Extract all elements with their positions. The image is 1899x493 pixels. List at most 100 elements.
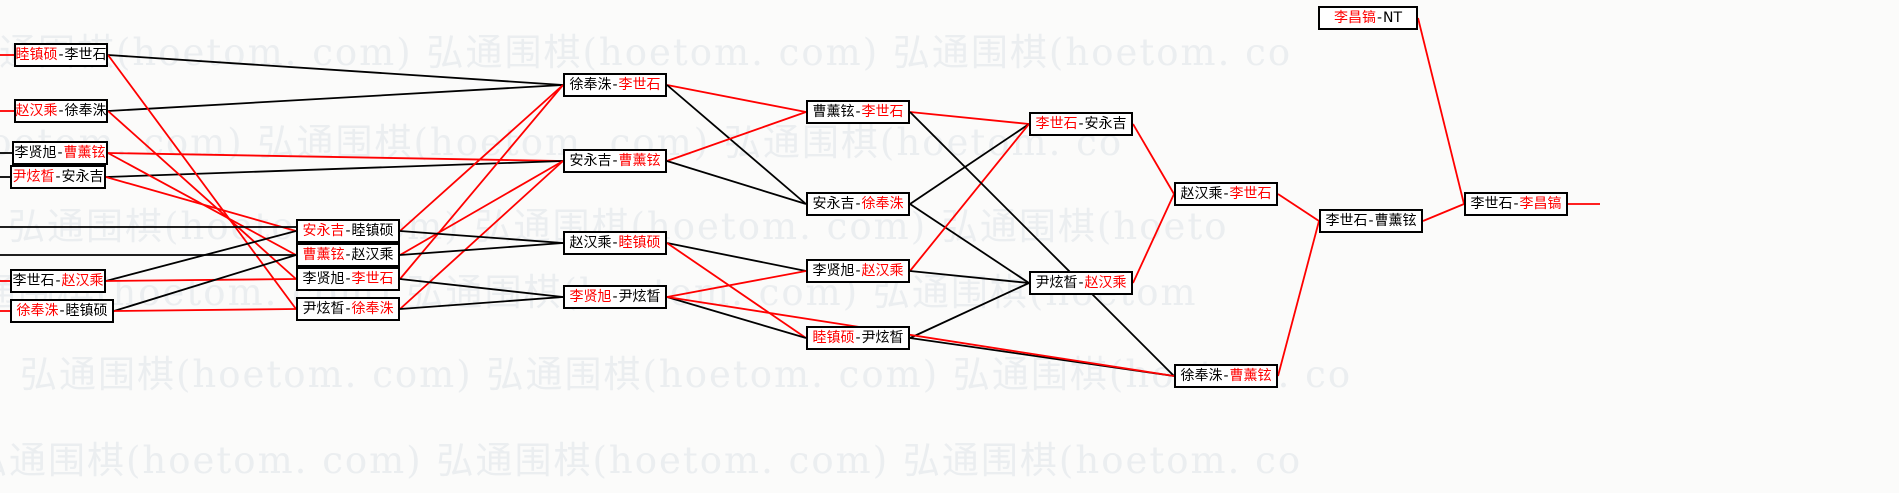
match-link	[1132, 123, 1175, 195]
player-right: 李世石	[64, 47, 107, 63]
player-separator: -	[55, 273, 61, 289]
match-link	[107, 152, 564, 162]
match-node[interactable]: 睦镇硕-尹炫晳	[806, 326, 910, 350]
player-separator: -	[855, 196, 861, 212]
player-separator: -	[1376, 10, 1383, 26]
player-separator: -	[612, 235, 618, 251]
player-separator: -	[345, 223, 351, 239]
match-node[interactable]: 尹炫晳-安永吉	[10, 165, 106, 189]
match-node[interactable]: 徐奉洙-曹薰铉	[1174, 364, 1278, 388]
player-right: 李昌镐	[1519, 196, 1562, 212]
match-link	[1422, 203, 1465, 222]
match-link	[666, 242, 807, 339]
match-link	[399, 296, 564, 310]
player-right: 尹炫晳	[861, 330, 904, 346]
player-separator: -	[1078, 116, 1084, 132]
match-link	[399, 84, 564, 280]
match-node[interactable]: 尹炫晳-赵汉乘	[1029, 271, 1133, 295]
player-right: 睦镇硕	[351, 223, 394, 239]
player-separator: -	[1368, 213, 1374, 229]
match-node[interactable]: 曹薰铉-赵汉乘	[296, 243, 400, 267]
match-link	[1277, 220, 1320, 377]
player-right: 李世石	[861, 104, 904, 120]
player-left: 曹薰铉	[812, 104, 855, 120]
match-link	[909, 111, 1175, 377]
player-left: 睦镇硕	[812, 330, 855, 346]
match-link	[105, 230, 297, 282]
player-right: 赵汉乘	[1084, 275, 1127, 291]
player-separator: -	[855, 330, 861, 346]
player-separator: -	[58, 103, 64, 119]
player-right: 曹薰铉	[63, 145, 106, 161]
match-node[interactable]: 安永吉-曹薰铉	[563, 149, 667, 173]
match-link	[107, 84, 564, 112]
match-node[interactable]: 曹薰铉-李世石	[806, 100, 910, 124]
match-link	[909, 270, 1030, 284]
match-link	[1277, 193, 1320, 222]
player-left: 李贤旭	[302, 271, 345, 287]
match-node[interactable]: 李世石-安永吉	[1029, 112, 1133, 136]
player-separator: -	[55, 169, 61, 185]
player-left: 尹炫晳	[12, 169, 55, 185]
match-link	[666, 296, 1175, 377]
player-right: 李世石	[351, 271, 394, 287]
player-left: 赵汉乘	[569, 235, 612, 251]
match-node[interactable]: 赵汉乘-睦镇硕	[563, 231, 667, 255]
player-separator: -	[612, 153, 618, 169]
match-link	[666, 242, 807, 272]
match-link	[113, 254, 297, 312]
player-left: 安永吉	[302, 223, 345, 239]
player-right: 徐奉洙	[861, 196, 904, 212]
match-node[interactable]: 李贤旭-曹薰铉	[12, 141, 108, 165]
player-separator: -	[59, 303, 65, 319]
match-link	[666, 84, 807, 113]
match-node[interactable]: 李世石-李昌镐	[1464, 192, 1568, 216]
match-node[interactable]: 李世石-赵汉乘	[10, 269, 106, 293]
player-separator: -	[57, 145, 63, 161]
match-node[interactable]: 李贤旭-李世石	[296, 267, 400, 291]
player-right: 睦镇硕	[618, 235, 661, 251]
player-right: 李世石	[618, 77, 661, 93]
player-left: 徐奉洙	[16, 303, 59, 319]
match-node[interactable]: 安永吉-徐奉洙	[806, 192, 910, 216]
player-left: 李世石	[12, 273, 55, 289]
match-link	[107, 54, 564, 86]
match-node[interactable]: 赵汉乘-徐奉洙	[14, 99, 108, 123]
match-link	[666, 270, 807, 298]
player-right: 曹薰铉	[1229, 368, 1272, 384]
match-link	[666, 160, 807, 205]
match-link	[399, 230, 564, 244]
player-separator: -	[855, 104, 861, 120]
match-link	[666, 84, 807, 205]
match-link	[1417, 17, 1465, 205]
match-node[interactable]: 李昌镐-NT	[1318, 6, 1418, 30]
match-node[interactable]: 安永吉-睦镇硕	[296, 219, 400, 243]
match-node[interactable]: 赵汉乘-李世石	[1174, 182, 1278, 206]
match-node[interactable]: 李世石-曹薰铉	[1319, 209, 1423, 233]
match-link	[113, 308, 297, 312]
match-node[interactable]: 徐奉洙-睦镇硕	[10, 299, 114, 323]
player-left: 尹炫晳	[302, 301, 345, 317]
match-link	[105, 278, 297, 282]
player-left: 徐奉洙	[1180, 368, 1223, 384]
match-node[interactable]: 睦镇硕-李世石	[14, 43, 108, 67]
match-link	[909, 123, 1030, 205]
match-link	[909, 203, 1030, 284]
player-separator: -	[345, 301, 351, 317]
player-left: 安永吉	[812, 196, 855, 212]
match-node[interactable]: 李贤旭-尹炫晳	[563, 285, 667, 309]
player-separator: -	[1223, 186, 1229, 202]
player-left: 李世石	[1035, 116, 1078, 132]
match-link	[105, 160, 564, 178]
match-node[interactable]: 徐奉洙-李世石	[563, 73, 667, 97]
match-node[interactable]: 李贤旭-赵汉乘	[806, 259, 910, 283]
player-separator: -	[1513, 196, 1519, 212]
player-right: 曹薰铉	[618, 153, 661, 169]
player-separator: -	[855, 263, 861, 279]
match-node[interactable]: 尹炫晳-徐奉洙	[296, 297, 400, 321]
player-left: 睦镇硕	[15, 47, 58, 63]
match-link	[909, 282, 1030, 339]
